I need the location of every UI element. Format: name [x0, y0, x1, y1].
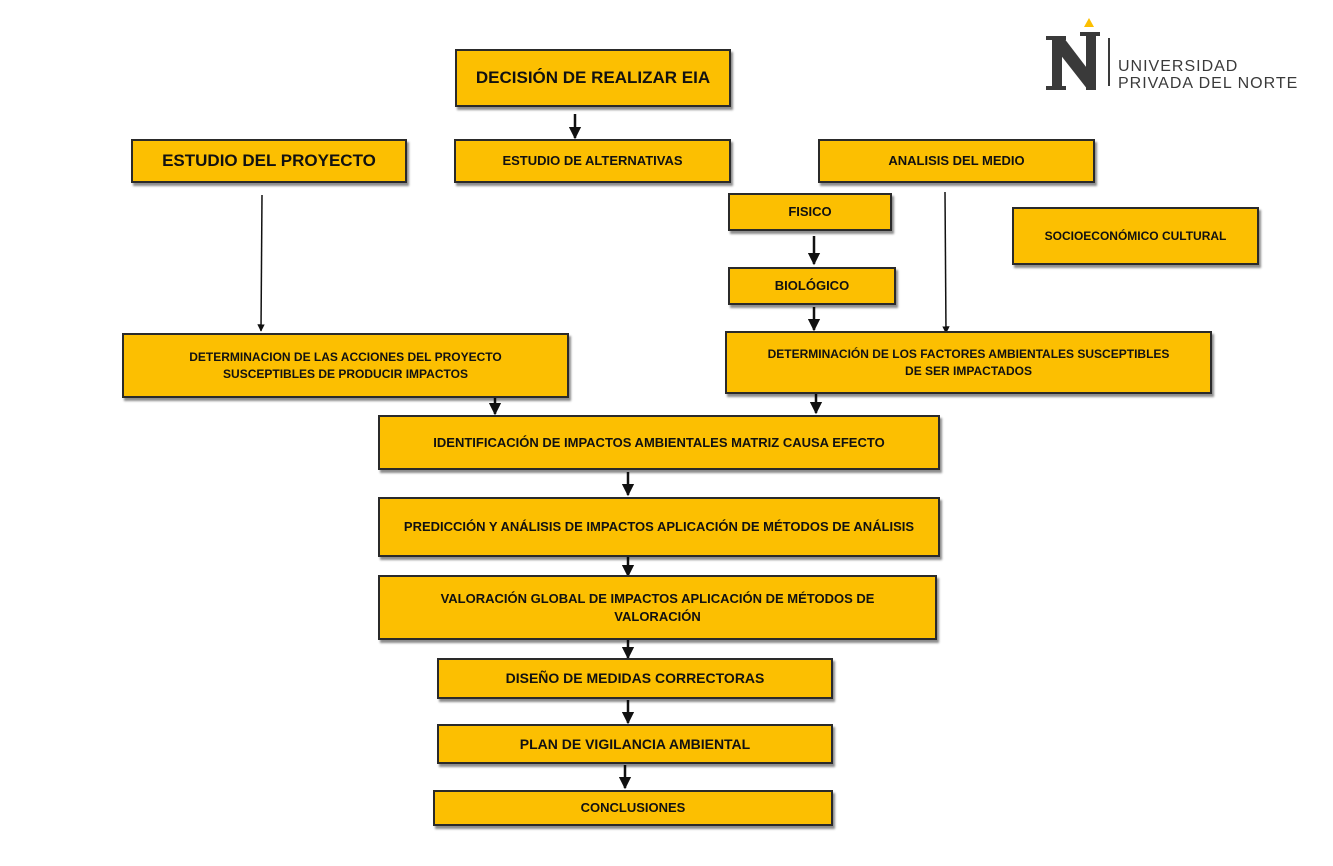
logo-line-2: PRIVADA DEL NORTE	[1118, 75, 1299, 92]
arrow-proyecto-to-acciones	[257, 194, 265, 332]
socioeconomico-box: SOCIOECONÓMICO CULTURAL	[1012, 207, 1259, 265]
biologico-box: BIOLÓGICO	[728, 267, 896, 305]
vigilancia-box: PLAN DE VIGILANCIA AMBIENTAL	[437, 724, 833, 764]
valoracion-box: VALORACIÓN GLOBAL DE IMPACTOS APLICACIÓN…	[378, 575, 937, 640]
analisis-medio-box: ANALISIS DEL MEDIO	[818, 139, 1095, 183]
conclusiones-box: CONCLUSIONES	[433, 790, 833, 826]
identificacion-box: IDENTIFICACIÓN DE IMPACTOS AMBIENTALES M…	[378, 415, 940, 470]
medidas-box: DISEÑO DE MEDIDAS CORRECTORAS	[437, 658, 833, 699]
estudio-alternativas-box: ESTUDIO DE ALTERNATIVAS	[454, 139, 731, 183]
prediccion-box: PREDICCIÓN Y ANÁLISIS DE IMPACTOS APLICA…	[378, 497, 940, 557]
acciones-proyecto-box: DETERMINACION DE LAS ACCIONES DEL PROYEC…	[122, 333, 569, 398]
fisico-box: FISICO	[728, 193, 892, 231]
logo-n-icon	[1046, 18, 1110, 90]
factores-ambientales-box: DETERMINACIÓN DE LOS FACTORES AMBIENTALE…	[725, 331, 1212, 394]
arrow-medio-to-factores	[942, 191, 950, 334]
logo-line-1: UNIVERSIDAD	[1118, 58, 1239, 75]
decision-box: DECISIÓN DE REALIZAR EIA	[455, 49, 731, 107]
logo-wordmark: UNIVERSIDAD PRIVADA DEL NORTE	[1118, 58, 1298, 92]
estudio-proyecto-box: ESTUDIO DEL PROYECTO	[131, 139, 407, 183]
